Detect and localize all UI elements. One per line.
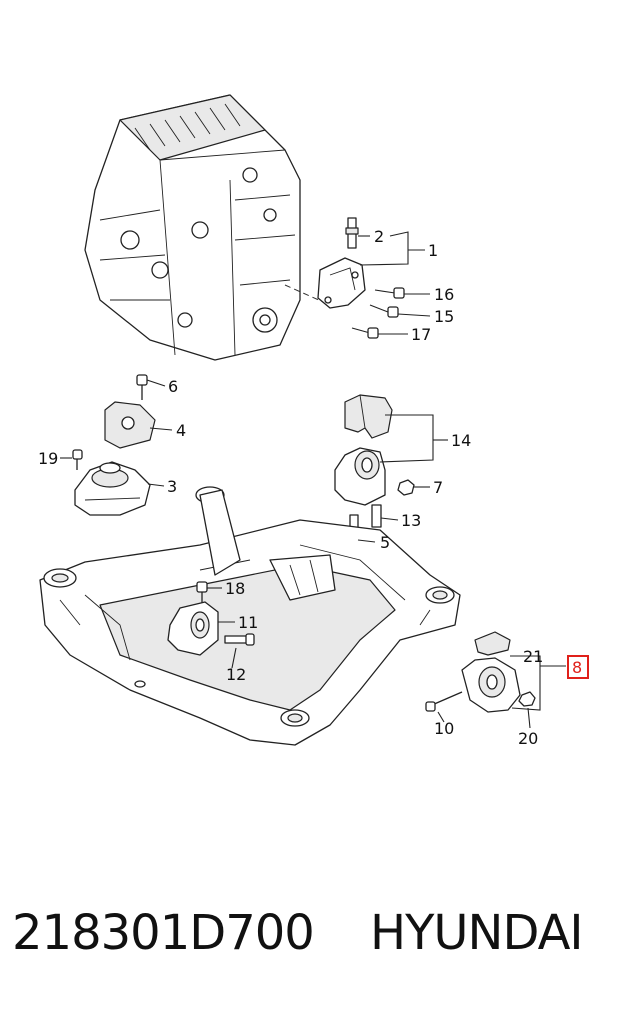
callout-16: 16	[434, 285, 454, 304]
right-engine-mount	[334, 394, 415, 548]
bolt-15	[369, 304, 399, 318]
part-number: 218301D700	[12, 905, 315, 961]
footer: 218301D700 HYUNDAI	[0, 905, 620, 975]
callout-19: 19	[38, 449, 58, 468]
bolt-17	[351, 327, 379, 339]
callout-1: 1	[428, 241, 438, 260]
callout-2: 2	[374, 227, 384, 246]
callout-13: 13	[401, 511, 421, 530]
callout-7: 7	[433, 478, 443, 497]
rear-roll-mount	[167, 581, 255, 656]
callout-18: 18	[225, 579, 245, 598]
callout-12: 12	[226, 665, 246, 684]
callout-14: 14	[451, 431, 471, 450]
callout-15: 15	[434, 307, 454, 326]
transmission-mount-assembly	[425, 631, 536, 713]
callout-20: 20	[518, 729, 538, 748]
leader-lines	[60, 231, 566, 729]
exploded-parts-diagram: 2 1 16 15 17 6 4 14 19 3 7 13 5 18 11 12…	[38, 94, 589, 748]
callout-8: 8	[572, 658, 582, 677]
callout-5: 5	[380, 533, 390, 552]
callout-8-highlight-box	[567, 655, 589, 679]
callout-4: 4	[176, 421, 186, 440]
brand-name: HYUNDAI	[370, 905, 584, 961]
left-engine-mount	[72, 374, 156, 516]
callout-labels: 2 1 16 15 17 6 4 14 19 3 7 13 5 18 11 12…	[38, 227, 589, 748]
engine-block	[84, 94, 331, 361]
callout-21: 21	[523, 647, 543, 666]
bolt-16	[374, 287, 405, 299]
callout-17: 17	[411, 325, 431, 344]
callout-3: 3	[167, 477, 177, 496]
callout-6: 6	[168, 377, 178, 396]
callout-10: 10	[434, 719, 454, 738]
engine-mount-bracket-assembly	[317, 217, 405, 339]
callout-11: 11	[238, 613, 258, 632]
